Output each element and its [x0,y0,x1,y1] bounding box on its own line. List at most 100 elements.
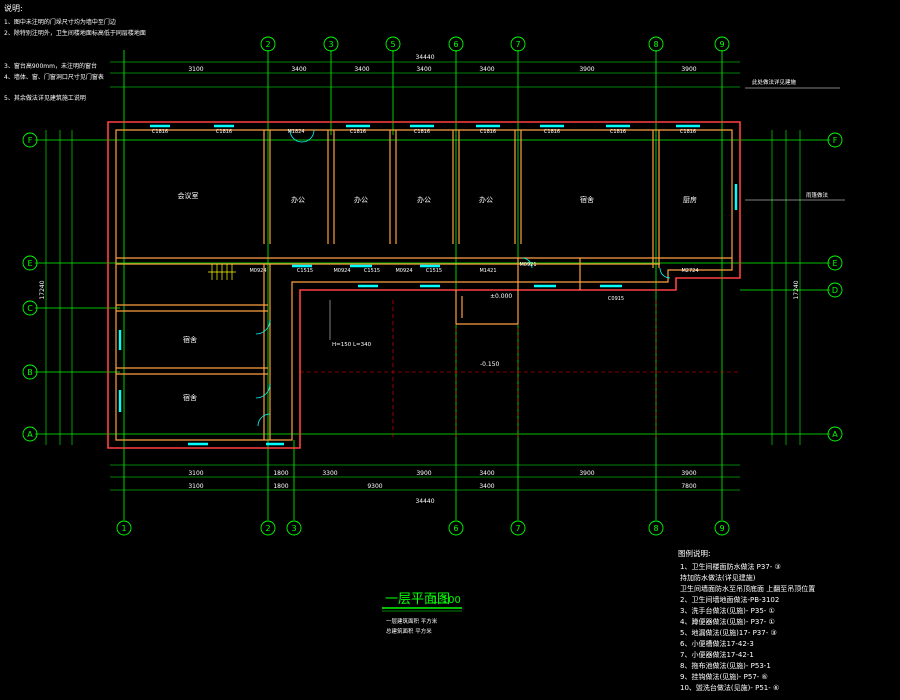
top-span-dim: 3100 [188,66,203,73]
drawing-title-block: 一层平面图 1:100 一层建筑面积 平方米 总建筑面积 平方米 [382,592,462,635]
top-span-dim: 3900 [681,66,696,73]
legend-item: 7、小便器做法17-42-1 [680,650,754,659]
interior-dashed-grid [300,300,740,440]
bottom-span2-dim: 1800 [273,483,288,490]
axis-label: 2 [265,40,270,49]
top-span-dim: 3900 [579,66,594,73]
bottom-span-dim: 1800 [273,470,288,477]
window-tag: C1816 [350,129,366,135]
top-span-dim: 3400 [416,66,431,73]
axis-label: 2 [265,524,270,533]
axis-label: F [833,136,838,145]
note-item: 5、其余做法详见建筑施工说明 [4,94,86,102]
axis-label: 1 [121,524,126,533]
bottom-span2-dim: 7800 [681,483,696,490]
door-swings [255,129,671,427]
legend-heading: 图例说明: [678,548,711,558]
drawing-subtitle: 一层建筑面积 平方米 [386,617,438,625]
window-tag: C1816 [544,129,560,135]
bottom-span2-dim: 3100 [188,483,203,490]
window-tag: C1515 [297,268,313,274]
left-total-dim: 17240 [39,280,46,299]
window-tag: C1816 [610,129,626,135]
axis-label: F [28,136,33,145]
door-tag: M0921 [519,262,536,268]
axis-label: 3 [291,524,296,533]
axis-bubbles-left: F E C B A [22,132,38,442]
note-item: 3、窗台高900mm，未注明的窗台 [4,62,97,70]
bottom-span2-dim: 9300 [367,483,382,490]
windows [118,124,738,446]
axis-label: D [832,286,838,295]
axis-label: 6 [453,40,458,49]
top-span-dim: 3400 [291,66,306,73]
axis-grid [35,50,830,520]
axis-label: C [27,304,33,313]
right-total-dim: 17240 [793,280,800,299]
legend-item: 6、小便槽做法17-42-3 [680,639,754,648]
callouts: 此处做法详见建施 雨篷做法 H=150 L=340 [329,78,845,348]
axis-label: 7 [515,40,520,49]
door-tag: M1421 [479,268,496,274]
window-tag: C1816 [152,129,168,135]
level-marks: ±0.000 -0.150 [480,293,512,368]
exterior-walls [107,121,741,449]
axis-label: B [27,368,33,377]
door-tag: M0924 [333,268,350,274]
bottom-span-dim: 3900 [579,470,594,477]
axis-label: 7 [515,524,520,533]
axis-label: 3 [328,40,333,49]
legend-item: 持加防水做法(详见建施) [680,573,756,582]
window-tag: C0915 [608,296,624,302]
notes-heading: 说明: [4,3,23,13]
legend-item: 10、盥洗台做法(见施)- P51- ⑥ [680,683,779,692]
window-tag: C1816 [680,129,696,135]
axis-label: 6 [453,524,458,533]
room-label-dorm: 宿舍 [183,335,197,344]
axis-label: A [832,430,838,439]
bottom-span-dim: 3300 [322,470,337,477]
window-tag: C1515 [364,268,380,274]
room-label-kitchen: 厨房 [683,195,697,204]
axis-label: 9 [719,40,724,49]
level-mark: ±0.000 [490,293,512,300]
room-label-office: 办公 [479,195,493,204]
window-tag: C1515 [426,268,442,274]
note-item: 4、墙体、窗、门窗洞口尺寸见门窗表 [4,73,104,81]
axis-bubbles-right: F E D A [827,132,843,442]
legend-item: 2、卫生间墙地面做法-PB-3102 [680,595,779,604]
axis-label: 9 [719,524,724,533]
door-tag: M0924 [395,268,412,274]
note-item: 1、图中未注明的门垛尺寸均为墙中至门边 [4,18,116,26]
top-total-dim: 34440 [415,54,434,61]
window-tag: C1816 [414,129,430,135]
legend-item: 8、拖布池做法(见施)- P53-1 [680,661,771,670]
room-label-office: 办公 [417,195,431,204]
opening-tags: C1816 C1816 M1824 C1816 C1816 C1816 C181… [152,129,699,302]
legend-item: 9、挂钩做法(见施)- P57- ⑥ [680,672,768,681]
axis-label: E [27,259,32,268]
door-tag: M0924 [249,268,266,274]
axis-label: E [832,259,837,268]
axis-label: 5 [390,40,395,49]
bottom-total-dim: 34440 [415,498,434,505]
stair-symbol [208,264,236,280]
top-span-dim: 3400 [479,66,494,73]
legend-item: 卫生间墙面防水至吊顶底面 上翻至吊顶位置 [680,584,815,593]
ramp-callout: H=150 L=340 [332,342,372,348]
axis-label: A [27,430,33,439]
window-tag: C1816 [216,129,232,135]
note-item: 2、除特别注明外，卫生间楼地面标高低于同层楼地面 [4,29,146,37]
legend-block: 图例说明: 1、卫生间楼面防水做法 P37- ③ 持加防水做法(详见建施) 卫生… [678,548,815,692]
eave-callout: 此处做法详见建施 [752,78,797,86]
drawing-scale: 1:100 [432,595,461,606]
dimension-text: 34440 3100 3400 3400 3400 3400 3900 3900… [39,54,800,505]
bottom-span-dim: 3100 [188,470,203,477]
bottom-span-dim: 3900 [416,470,431,477]
top-span-dim: 3400 [354,66,369,73]
window-tag: C1816 [480,129,496,135]
legend-item: 3、洗手台做法(见施)- P35- ① [680,606,775,615]
drawing-subtitle: 总建筑面积 平方米 [386,627,432,635]
legend-item: 5、地漏做法(见施)17- P37- ③ [680,628,777,637]
